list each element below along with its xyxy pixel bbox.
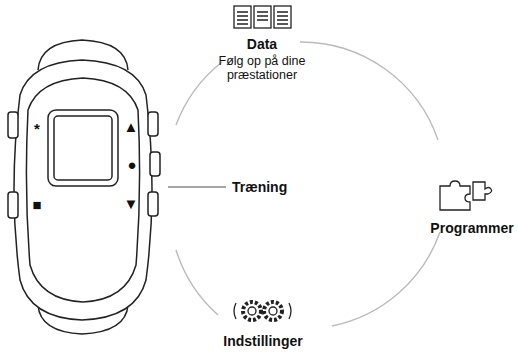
circle-arc (300, 42, 438, 140)
circle-arc (332, 232, 440, 326)
watch-illustration (8, 40, 160, 334)
button-symbol: ▲ (124, 118, 139, 135)
circle-arc (176, 62, 222, 125)
section-title: Data (247, 36, 277, 52)
button-symbol: ■ (32, 196, 41, 213)
data-icon (234, 6, 291, 28)
circle-arc (176, 250, 218, 315)
button-symbol: ▼ (124, 195, 139, 212)
section-title: Programmer (430, 220, 513, 236)
section-title: Træning (232, 179, 287, 195)
leader-line (168, 186, 226, 187)
section-subtitle: Følg op på dine præstationer (206, 54, 318, 83)
button-symbol: ● (127, 156, 136, 173)
button-symbol: * (34, 120, 40, 137)
puzzle-icon (440, 181, 492, 210)
section-title: Indstillinger (223, 333, 302, 349)
gears-icon (234, 302, 291, 320)
